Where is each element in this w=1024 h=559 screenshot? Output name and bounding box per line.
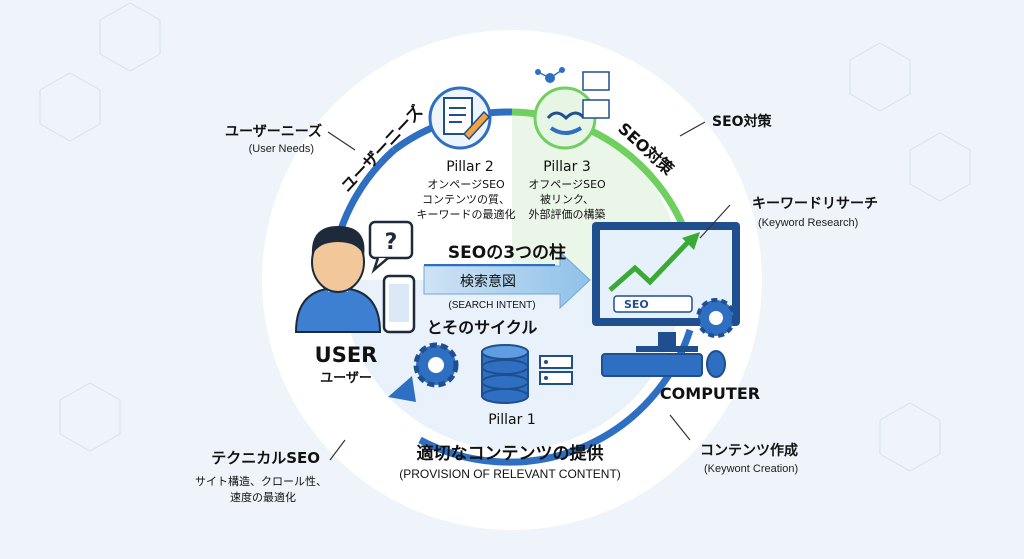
computer-monitor-icon [592,222,740,352]
pillar1-title: Pillar 1 [488,412,536,428]
keyboard-icon [601,353,703,377]
monitor-search-text: SEO [624,298,649,311]
background-hex-pattern [39,2,971,472]
user-label: USER [315,343,378,367]
server-rack-icon [539,355,573,385]
pillar2-line3: キーワードの最適化 [417,207,516,221]
callout-keyword-research-sub: (Keyword Research) [758,217,858,229]
pillar3-title: Pillar 3 [543,159,591,175]
database-icon [481,344,529,404]
callout-content-creation-title: コンテンツ作成 [700,442,798,459]
user-avatar [294,226,382,333]
pillar3-line2: 被リンク、 [540,193,594,206]
callout-keyword-research-title: キーワードリサーチ [752,196,878,212]
pillar3-line1: オフページSEO [528,178,606,191]
settings-gear-icon [696,298,736,338]
callout-user-needs-title: ユーザーニーズ [225,123,322,140]
callout-leader-lines [327,121,731,461]
svg-text:?: ? [385,230,398,255]
pillar2-title: Pillar 2 [446,159,494,175]
question-bubble-icon: ? [368,220,414,274]
callout-seo-measures-title: SEO対策 [712,113,773,130]
ring-label-content: 適切なコンテンツの提供 [417,443,604,464]
mouse-icon [706,350,726,378]
callout-user-needs-sub: (User Needs) [249,143,314,155]
ring-label-content-sub: (PROVISION OF RELEVANT CONTENT) [399,467,621,481]
center-title: SEOの3つの柱 [448,242,566,263]
pillar2-line1: オンページSEO [427,178,505,191]
pillar3-line3: 外部評価の構築 [529,207,606,221]
computer-label: COMPUTER [660,384,760,403]
callout-technical-seo-line2: 速度の最適化 [230,490,296,504]
user-label-ja: ユーザー [320,371,372,386]
arrow-label: 検索意図 [460,273,516,290]
callout-technical-seo-title: テクニカルSEO [211,449,320,467]
gear-icon [413,342,459,388]
smartphone-icon [382,274,416,334]
callout-content-creation-sub: (Keywont Creation) [704,463,798,475]
search-intent-arrow [423,250,591,310]
cycle-arrow-head [388,376,416,402]
arrow-sublabel: (SEARCH INTENT) [448,300,535,311]
pillar2-line2: コンテンツの質、 [422,192,510,206]
document-edit-icon [428,86,492,150]
center-subtitle: とそのサイクル [427,318,538,337]
backlink-network-icon [533,67,610,150]
callout-technical-seo-line1: サイト構造、クロール性、 [195,474,327,488]
